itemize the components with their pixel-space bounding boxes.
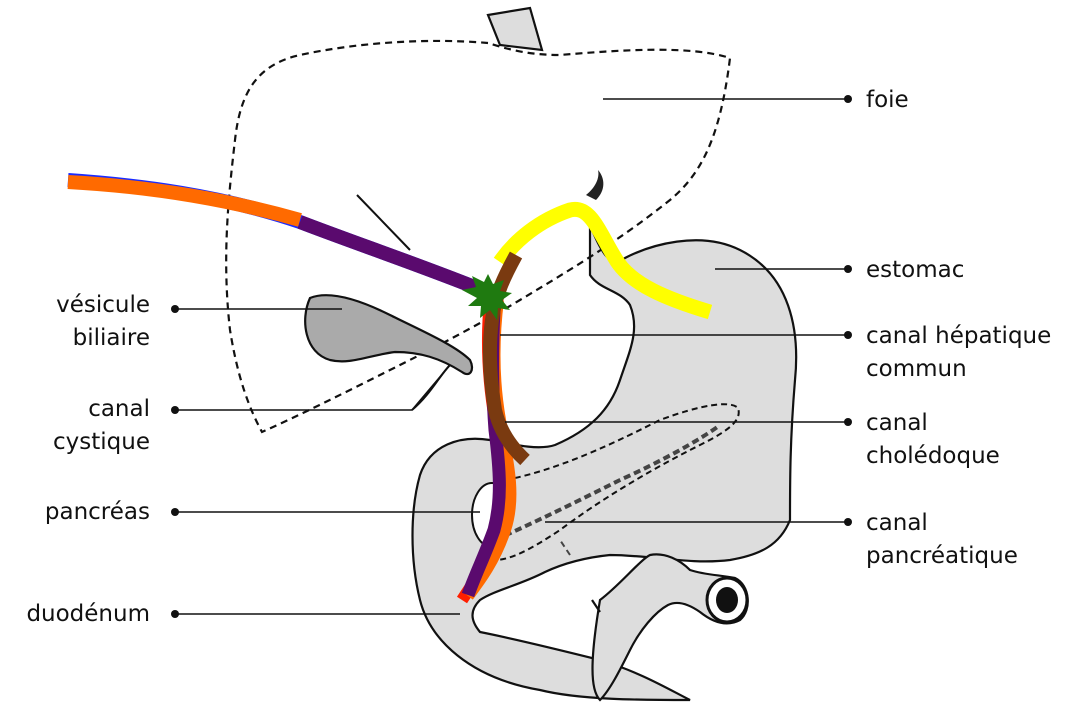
label-foie: foie [866, 87, 909, 113]
label-canal-cystique-2: cystique [53, 429, 150, 455]
gallbladder [305, 295, 472, 374]
label-duodenum: duodénum [26, 601, 150, 627]
label-canal-cystique-1: canal [88, 396, 150, 422]
intestine-opening-inner [716, 587, 738, 613]
label-pancreas: pancréas [45, 499, 150, 525]
label-vesicule-1: vésicule [56, 292, 150, 318]
label-canal-hepatique-2: commun [866, 356, 967, 382]
path-orange-upper [68, 182, 300, 220]
small-intestine [593, 554, 748, 700]
leader-canal-cystique [171, 365, 450, 414]
label-canal-pancreatique-2: pancréatique [866, 543, 1018, 569]
label-canal-choledoque-1: canal [866, 410, 928, 436]
label-canal-pancreatique-1: canal [866, 510, 928, 536]
label-canal-hepatique-1: canal hépatique [866, 323, 1051, 349]
label-estomac: estomac [866, 257, 964, 283]
leader-duodenum [171, 610, 460, 618]
esophagus [488, 8, 542, 50]
liver-flap [586, 170, 603, 200]
label-canal-choledoque-2: cholédoque [866, 443, 1000, 469]
label-vesicule-2: biliaire [73, 325, 150, 351]
leader-foie [603, 95, 852, 103]
